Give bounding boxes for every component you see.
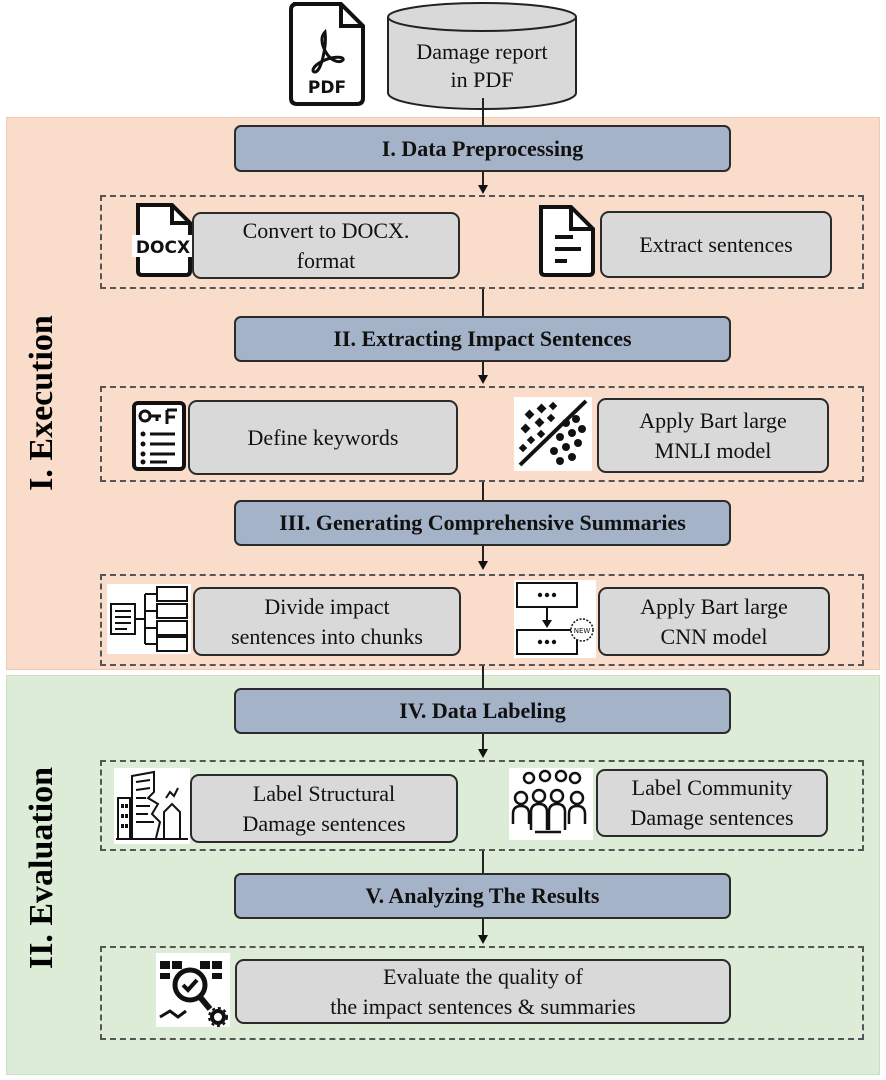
new-icon-text: NEW	[574, 627, 591, 635]
arrow-down-icon	[478, 375, 488, 384]
stage-4-step-group	[100, 760, 864, 851]
arrow-down-icon	[478, 935, 488, 944]
connector-line	[482, 851, 484, 873]
extract-sentences-step: Extract sentences	[600, 211, 832, 278]
quality-evaluation-icon	[156, 953, 230, 1027]
label-community-step: Label Community Damage sentences	[596, 769, 828, 837]
docx-icon-text: DOCX	[136, 238, 190, 258]
arrow-down-icon	[478, 561, 488, 570]
connector-line	[482, 546, 484, 561]
keyword-list-icon	[131, 400, 187, 472]
source-label: Damage report in PDF	[416, 39, 548, 92]
apply-bart-cnn-step: Apply Bart large CNN model	[598, 587, 830, 656]
connector-line	[482, 362, 484, 376]
flow-new-icon: NEW	[514, 580, 596, 658]
stage-extracting-impact-sentences: II. Extracting Impact Sentences	[234, 316, 731, 362]
arrow-down-icon	[478, 185, 488, 194]
community-people-icon	[509, 768, 593, 840]
connector-line	[482, 734, 484, 749]
define-keywords-step: Define keywords	[188, 400, 458, 475]
stage-5-step-group	[100, 946, 864, 1040]
stage-generating-summaries: III. Generating Comprehensive Summaries	[234, 500, 731, 546]
stage-data-labeling: IV. Data Labeling	[234, 688, 731, 734]
arrow-down-icon	[478, 749, 488, 758]
execution-zone-label: I. Execution	[23, 315, 60, 491]
connector-line	[482, 289, 484, 316]
stage-3-step-group	[100, 574, 864, 666]
scatter-classifier-icon	[514, 397, 592, 471]
pdf-icon-text: PDF	[308, 78, 346, 98]
connector-line	[482, 666, 484, 688]
connector-line	[482, 482, 484, 500]
apply-bart-mnli-step: Apply Bart large MNLI model	[597, 398, 829, 473]
docx-file-icon: DOCX	[130, 201, 196, 279]
evaluate-quality-step: Evaluate the quality of the impact sente…	[235, 959, 731, 1024]
connector-line	[482, 172, 484, 186]
stage-data-preprocessing: I. Data Preprocessing	[234, 125, 731, 172]
chunk-hierarchy-icon	[107, 584, 191, 654]
label-structural-step: Label Structural Damage sentences	[190, 774, 458, 843]
pdf-file-icon: PDF	[287, 2, 367, 106]
damaged-building-icon	[114, 768, 190, 844]
convert-docx-step: Convert to DOCX. format	[192, 212, 460, 279]
database-cylinder	[386, 1, 578, 113]
connector-line	[482, 98, 484, 125]
document-lines-icon	[535, 203, 601, 279]
stage-1-step-group	[100, 195, 864, 289]
stage-2-step-group	[100, 386, 864, 482]
divide-chunks-step: Divide impact sentences into chunks	[193, 587, 461, 656]
evaluation-zone-label: II. Evaluation	[23, 766, 60, 970]
stage-analyzing-results: V. Analyzing The Results	[234, 873, 731, 919]
connector-line	[482, 919, 484, 935]
